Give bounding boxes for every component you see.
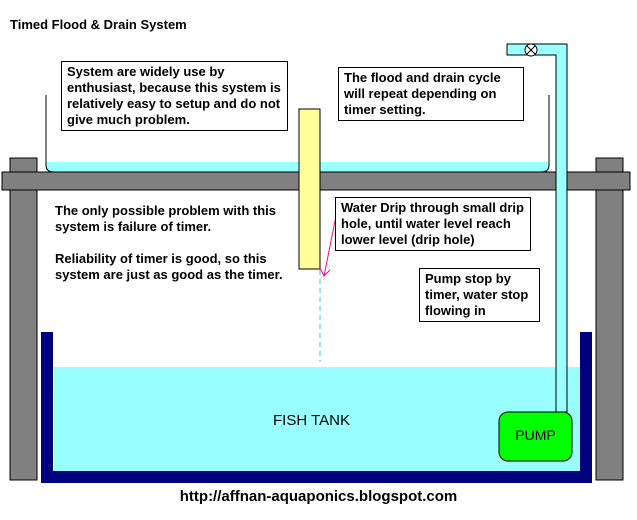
source-url: http://affnan-aquaponics.blogspot.com bbox=[179, 488, 458, 505]
note-pump-stop: Pump stop by timer, water stop flowing i… bbox=[419, 268, 540, 322]
pump-body bbox=[498, 411, 573, 462]
pump-label: PUMP bbox=[515, 427, 556, 443]
grow-bed-water bbox=[46, 162, 549, 172]
note-flood-cycle: The flood and drain cycle will repeat de… bbox=[338, 67, 524, 121]
note-timer-reliability: Reliability of timer is good, so this sy… bbox=[55, 251, 283, 282]
fish-tank-label: FISH TANK bbox=[273, 412, 350, 429]
drip-pointer-head bbox=[319, 267, 331, 277]
diagram-title: Timed Flood & Drain System bbox=[10, 17, 187, 32]
valve-icon bbox=[524, 43, 538, 57]
fish-tank-water bbox=[54, 367, 580, 471]
note-water-drip: Water Drip through small drip hole, unti… bbox=[335, 197, 531, 251]
frame-leg-left bbox=[9, 157, 38, 481]
frame-leg-right bbox=[595, 157, 624, 481]
drain-standpipe bbox=[298, 108, 321, 270]
note-timer-failure: The only possible problem with this syst… bbox=[55, 203, 277, 234]
note-system-popularity: System are widely use by enthusiast, bec… bbox=[61, 61, 288, 131]
